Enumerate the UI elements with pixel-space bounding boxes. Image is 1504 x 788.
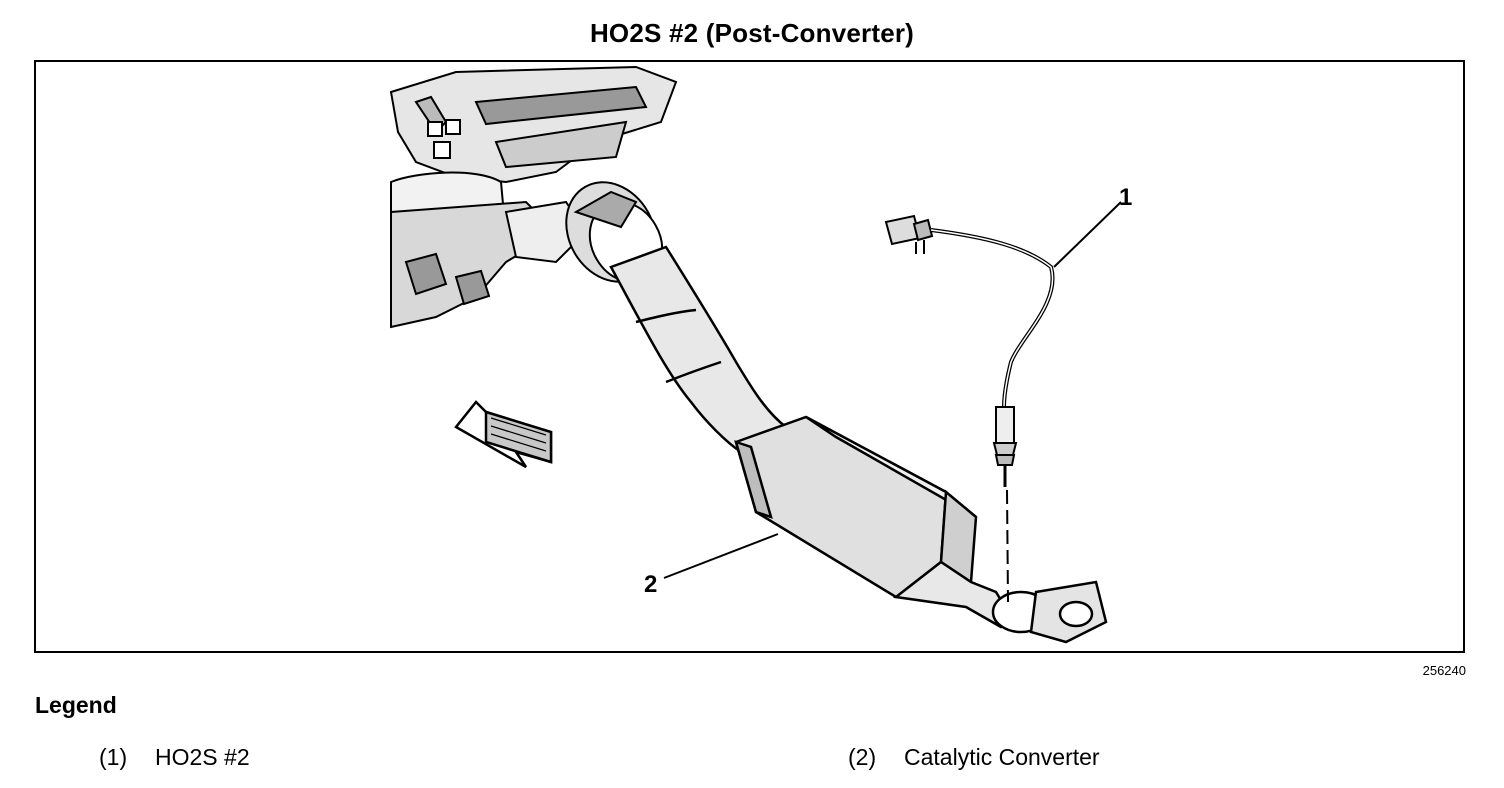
callout-2: 2 — [644, 571, 657, 598]
exhaust-illustration: 1 2 — [389, 65, 1132, 644]
legend-heading: Legend — [35, 692, 117, 718]
leader-line-1 — [1053, 201, 1122, 268]
figure-number: 256240 — [1422, 663, 1466, 678]
engine-block — [389, 65, 678, 329]
diagram-title: HO2S #2 (Post-Converter) — [589, 18, 915, 48]
legend-item-2: (2) Catalytic Converter — [848, 744, 1100, 771]
legend-item-number: (2) — [848, 744, 877, 770]
oxygen-sensor — [884, 214, 1055, 603]
outlet-flange — [991, 580, 1108, 644]
illustration-frame: 1 2 — [34, 60, 1465, 653]
legend-item-1: (1) HO2S #2 — [99, 744, 250, 771]
leader-line-2 — [663, 533, 779, 579]
callout-1: 1 — [1119, 184, 1132, 211]
catalytic-converter-body — [734, 415, 1031, 629]
legend-item-label: Catalytic Converter — [904, 744, 1100, 770]
manifold-flange — [565, 181, 664, 284]
forward-direction-arrow-icon — [454, 400, 553, 469]
legend-item-label: HO2S #2 — [155, 744, 250, 770]
exhaust-pipe — [609, 245, 789, 454]
legend-item-number: (1) — [99, 744, 128, 770]
